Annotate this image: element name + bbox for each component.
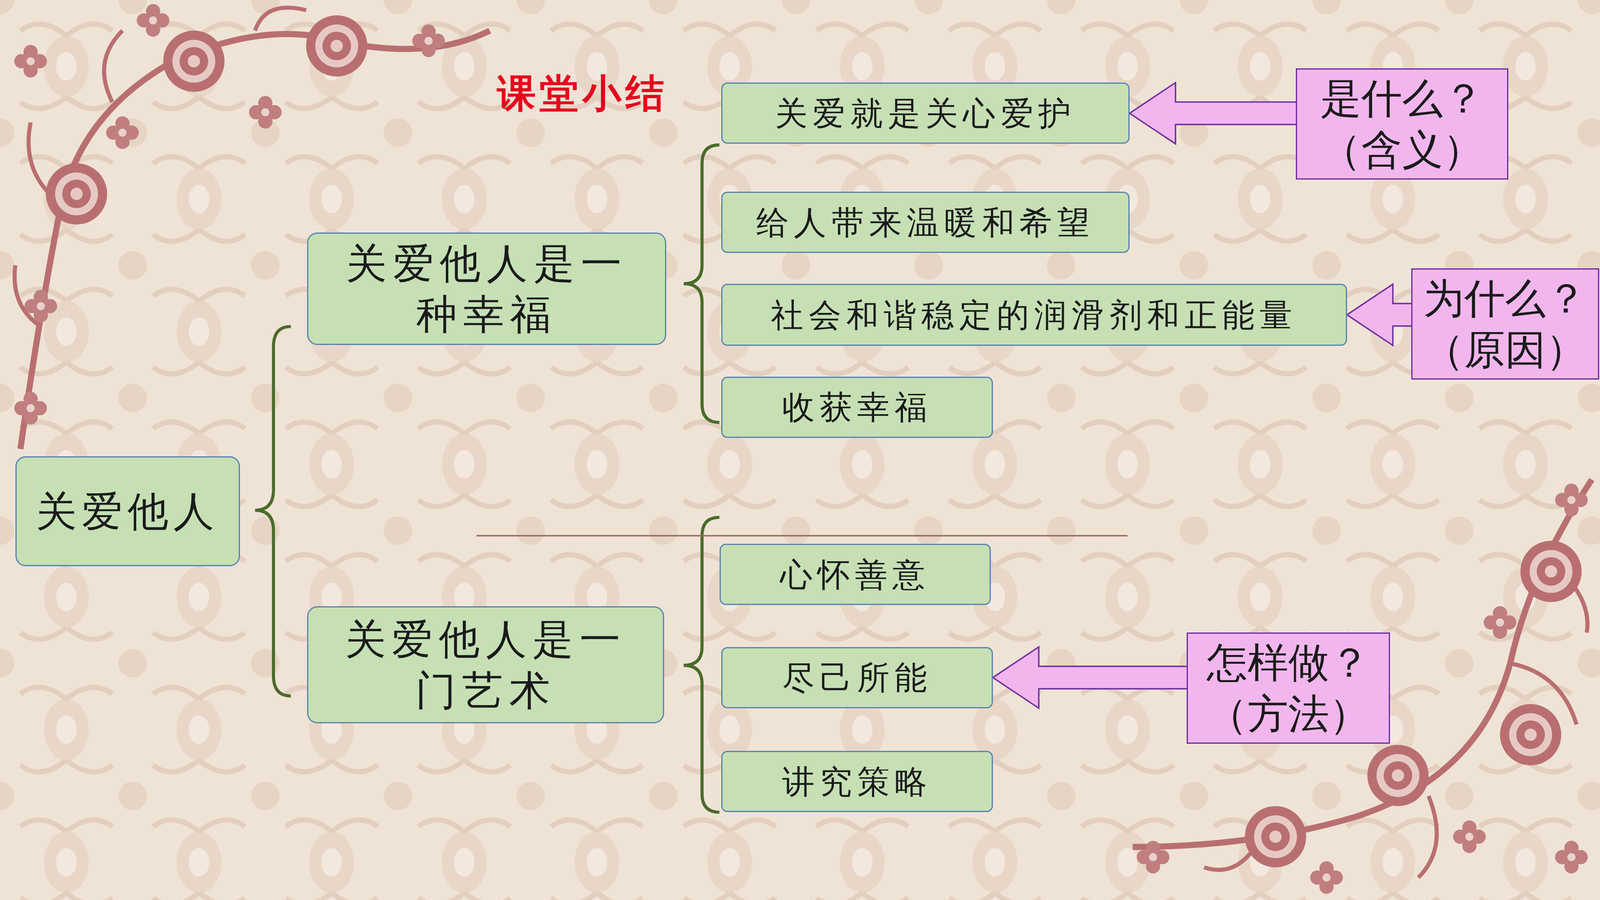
curly-bracket <box>683 145 720 423</box>
box-label: 关爱他人是一门艺术 <box>342 613 629 716</box>
callout-box: 是什么？（含义） <box>1295 68 1508 180</box>
topic-box: 收获幸福 <box>721 376 993 438</box>
callout-text: 怎样做？ <box>1206 637 1370 688</box>
corner-ornament <box>1132 479 1592 894</box>
callout-box: 为什么？（原因） <box>1411 268 1600 380</box>
box-label: 给人带来温暖和希望 <box>756 202 1095 243</box>
callout-text: （方法） <box>1206 688 1370 740</box>
callout-text: （含义） <box>1320 124 1484 175</box>
topic-box: 关爱他人是一门艺术 <box>307 606 665 724</box>
topic-box: 关爱就是关心爱护 <box>721 82 1130 144</box>
slide-title: 课堂小结 <box>497 67 669 120</box>
callout-box: 怎样做？（方法） <box>1186 632 1390 744</box>
curly-bracket <box>255 145 720 813</box>
topic-box: 尽己所能 <box>721 647 993 709</box>
block-arrow <box>992 647 1189 709</box>
separator-line <box>476 535 1128 537</box>
topic-box: 心怀善意 <box>719 543 991 605</box>
callout-text: 是什么？ <box>1320 72 1484 124</box>
topic-box: 讲究策略 <box>721 750 993 813</box>
box-label: 收获幸福 <box>782 386 933 428</box>
topic-box: 给人带来温暖和希望 <box>721 191 1130 253</box>
topic-box: 关爱他人是一种幸福 <box>307 232 667 345</box>
topic-box: 关爱他人 <box>15 456 240 567</box>
corner-ornament <box>14 4 490 450</box>
callout-text: 为什么？ <box>1423 272 1587 324</box>
block-arrow <box>1129 82 1298 144</box>
box-label: 讲究策略 <box>782 761 933 803</box>
box-label: 社会和谐稳定的润滑剂和正能量 <box>770 294 1298 336</box>
box-label: 关爱就是关心爱护 <box>775 92 1076 134</box>
box-label: 关爱他人是一种幸福 <box>342 237 631 340</box>
box-label: 心怀善意 <box>780 554 931 595</box>
box-label: 尽己所能 <box>782 657 933 698</box>
curly-bracket <box>683 517 720 813</box>
block-arrow <box>1347 284 1414 346</box>
callout-text: （原因） <box>1423 324 1587 375</box>
topic-box: 社会和谐稳定的润滑剂和正能量 <box>721 283 1347 346</box>
box-label: 关爱他人 <box>35 485 220 537</box>
curly-bracket <box>255 326 291 697</box>
